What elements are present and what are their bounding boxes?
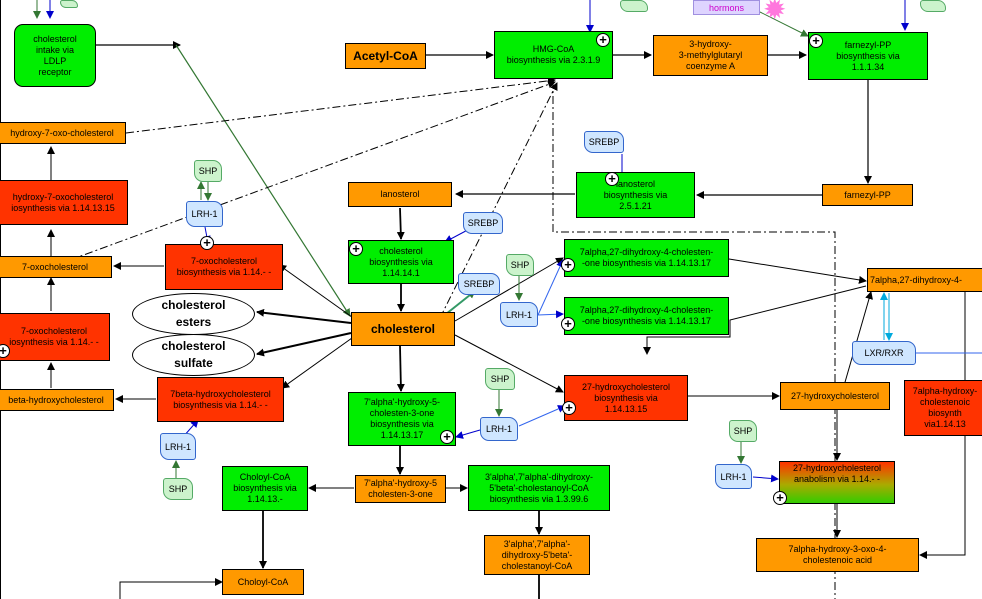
regulator-srebp-3[interactable]: SREBP xyxy=(458,273,500,295)
edge-hormon-farnbio xyxy=(759,11,809,37)
node-chol-esters[interactable]: cholesterol esters xyxy=(132,293,255,335)
top-flag-1 xyxy=(620,0,648,12)
edge-chol-alpha7bio xyxy=(396,345,405,392)
edge-lrh-dihyd2 xyxy=(537,310,564,319)
hormons-badge[interactable]: hormons xyxy=(693,0,760,15)
regulator-lrh1-4[interactable]: LRH-1 xyxy=(480,417,518,441)
edge-chol-oxo7bio xyxy=(278,264,353,318)
node-acetyl-coa[interactable]: Acetyl-CoA xyxy=(345,43,426,69)
node-hy7oxo-bio[interactable]: hydroxy-7-oxocholesterol iosynthesis via… xyxy=(0,180,128,225)
edge-feedback-1 xyxy=(125,76,556,134)
regulator-srebp-1[interactable]: SREBP xyxy=(584,131,624,153)
node-beta-bio[interactable]: 7beta-hydroxycholesterol biosynthesis vi… xyxy=(157,377,284,422)
top-flag-3 xyxy=(60,0,78,8)
node-dihydroxy-right[interactable]: 7alpha,27-dihydroxy-4- xyxy=(867,268,982,292)
node-hmg-bio[interactable]: HMG-CoA biosynthesis via 2.3.1.9 xyxy=(494,31,613,79)
plus-icon[interactable]: + xyxy=(605,172,619,186)
edge-feedback-4 xyxy=(552,80,836,599)
regulator-srebp-2[interactable]: SREBP xyxy=(463,212,503,234)
edge-dihyd1-right xyxy=(728,258,867,284)
node-beta-hydroxy[interactable]: beta-hydroxycholesterol xyxy=(0,389,114,411)
edge-lanosterol-cholbio xyxy=(396,207,405,240)
plus-icon[interactable]: + xyxy=(561,317,575,331)
node-alpha7[interactable]: 7'alpha'-hydroxy-5 cholesten-3-one xyxy=(355,475,446,503)
node-hmg-coa[interactable]: 3-hydroxy- 3-methylglutaryl coenzyme A xyxy=(653,35,768,76)
regulator-shp-5[interactable]: SHP xyxy=(729,420,757,442)
plus-icon[interactable]: + xyxy=(349,242,363,256)
edge-lrh-hyd27bio xyxy=(518,405,566,427)
regulator-lrh1-1[interactable]: LRH-1 xyxy=(186,201,223,227)
edge-choloyl-left xyxy=(119,581,222,599)
node-oxo7[interactable]: 7-oxocholesterol xyxy=(0,256,112,278)
plus-icon[interactable]: + xyxy=(773,491,787,505)
node-dihyd-coa[interactable]: 3'alpha',7'alpha'- dihydroxy-5'beta'- ch… xyxy=(484,535,590,575)
plus-icon[interactable]: + xyxy=(561,258,575,272)
node-alpha7-bio[interactable]: 7'alpha'-hydroxy-5- cholesten-3-one bios… xyxy=(348,392,456,446)
node-dihyd-coa-bio[interactable]: 3'alpha',7'alpha'-dihydroxy- 5'beta'-cho… xyxy=(468,465,610,511)
node-cholesterol[interactable]: cholesterol xyxy=(351,312,455,346)
regulator-shp-3[interactable]: SHP xyxy=(506,254,534,276)
node-dihydroxy-bio-2[interactable]: 7alpha,27-dihydroxy-4-cholesten- -one bi… xyxy=(564,297,729,335)
plus-icon[interactable]: + xyxy=(809,34,823,48)
plus-icon[interactable]: + xyxy=(440,430,454,444)
regulator-lrh1-2[interactable]: LRH-1 xyxy=(160,433,196,460)
regulator-lrh1-5[interactable]: LRH-1 xyxy=(715,464,752,489)
top-flag-2 xyxy=(920,0,946,12)
node-lanosterol[interactable]: lanosterol xyxy=(348,182,452,207)
regulator-lrh1-3[interactable]: LRH-1 xyxy=(500,302,538,327)
node-hydroxy27-anab[interactable]: 27-hydroxycholesterol anabolism via 1.14… xyxy=(779,461,895,504)
edge-lrh-dihyd1 xyxy=(537,259,564,316)
edge-lrh-alpha7bio xyxy=(455,429,481,439)
plus-icon[interactable]: + xyxy=(596,33,610,47)
node-right-red[interactable]: 7alpha-hydroxy- cholestenoic biosynth vi… xyxy=(904,380,982,436)
node-choloyl[interactable]: Choloyl-CoA xyxy=(222,569,304,595)
node-farn-bio[interactable]: farnezyl-PP biosynthesis via 1.1.1.34 xyxy=(808,32,928,80)
node-chol-bio[interactable]: cholesterol biosynthesis via 1.14.14.1 xyxy=(348,240,454,284)
plus-icon[interactable]: + xyxy=(200,236,214,250)
edge-chol-esters xyxy=(256,308,352,324)
edge-chol-hyd27bio xyxy=(454,334,564,393)
edge-chol-sulfate xyxy=(256,332,352,357)
edge-right-oxoacid xyxy=(919,292,966,559)
node-farn-pp[interactable]: farnezyl-PP xyxy=(822,184,913,206)
plus-icon[interactable]: + xyxy=(0,344,10,358)
plus-icon[interactable]: + xyxy=(562,401,576,415)
regulator-lxr-rxr[interactable]: LXR/RXR xyxy=(852,341,916,365)
node-hydroxy27-bio[interactable]: 27-hydroxycholesterol biosynthesis via 1… xyxy=(564,375,688,421)
node-oxo-acid[interactable]: 7alpha-hydroxy-3-oxo-4- cholestenoic aci… xyxy=(756,538,919,572)
node-hy7oxo-top[interactable]: hydroxy-7-oxo-cholesterol xyxy=(0,122,126,144)
node-hydroxy27[interactable]: 27-hydroxycholesterol xyxy=(780,382,890,410)
node-dihydroxy-bio-1[interactable]: 7alpha,27-dihydroxy-4-cholesten- -one bi… xyxy=(564,239,729,277)
regulator-shp-4[interactable]: SHP xyxy=(485,368,515,390)
regulator-shp-2[interactable]: SHP xyxy=(163,478,193,500)
edge-chol-dihyd1 xyxy=(454,257,564,322)
edge-lrh-anab xyxy=(752,474,779,483)
edge-right-dihyd2 xyxy=(643,285,867,355)
edge-chol-betabio xyxy=(281,337,353,389)
node-chol-intake[interactable]: cholesterol intake via LDLP receptor xyxy=(14,24,96,87)
edge-intake-cholesterol xyxy=(175,44,351,317)
node-oxo7-bio-left[interactable]: 7-oxocholesterol iosynthesis via 1.14.- … xyxy=(0,313,110,361)
regulator-shp-1[interactable]: SHP xyxy=(194,160,222,182)
edge-feedback-2 xyxy=(69,80,556,261)
burst-icon: ✹ xyxy=(763,0,787,25)
node-chol-sulfate[interactable]: cholesterol sulfate xyxy=(132,334,255,376)
node-oxo7-bio-mid[interactable]: 7-oxocholesterol biosynthesis via 1.14.-… xyxy=(165,244,283,290)
node-choloyl-bio[interactable]: Choloyl-CoA biosynthesis via 1.14.13.- xyxy=(222,466,308,511)
node-lano-bio[interactable]: lanosterol biosynthesis via 2.5.1.21 xyxy=(576,172,695,218)
